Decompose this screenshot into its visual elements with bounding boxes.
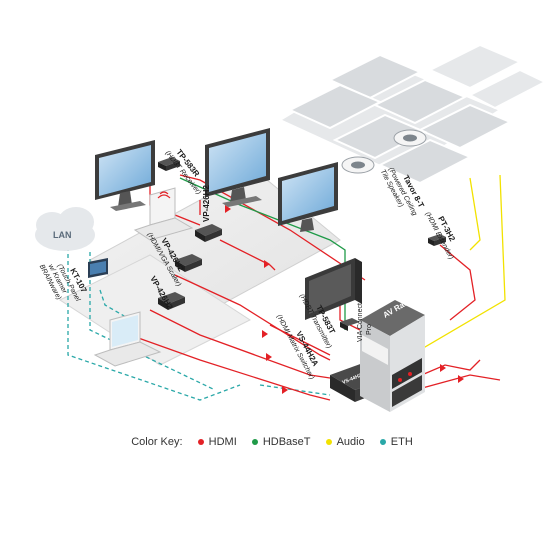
laptop-icon	[93, 311, 162, 367]
tp583t-device-icon	[340, 318, 360, 331]
legend-title: Color Key:	[131, 436, 183, 448]
legend-item-hdbaset: HDBaseT	[251, 436, 311, 448]
vp426h2-device-icon	[175, 254, 202, 272]
legend-label-eth: ETH	[390, 436, 413, 448]
vp426h2-device-icon	[158, 292, 185, 310]
monitor-icon	[95, 140, 155, 211]
eth-dot-icon	[379, 439, 386, 446]
lan-label: LAN	[53, 230, 72, 240]
legend-item-eth: ETH	[379, 436, 413, 448]
display-monitor-icon	[305, 258, 362, 320]
hdbaset-dot-icon	[251, 439, 258, 446]
vp426h2-top-label: VP-426H2	[202, 185, 211, 222]
color-key-legend: Color Key: HDMI HDBaseT Audio ETH	[0, 436, 550, 448]
legend-label-hdbaset: HDBaseT	[262, 436, 311, 448]
touch-panel-icon	[88, 258, 108, 278]
via-connect-label: VIA Connect	[357, 303, 364, 342]
vp426h2-device-icon	[195, 224, 222, 242]
hdmi-cables	[129, 174, 501, 401]
audio-cable	[414, 174, 506, 361]
monitor-icon	[278, 162, 338, 232]
hdmi-dot-icon	[197, 439, 204, 446]
label-pt3h2: PT-3H2 (HDMI Extender)	[424, 211, 458, 261]
lan-cloud-icon	[35, 207, 95, 251]
legend-item-hdmi: HDMI	[197, 436, 237, 448]
monitor-icon	[205, 128, 270, 207]
legend-label-hdmi: HDMI	[208, 436, 237, 448]
audio-dot-icon	[325, 439, 332, 446]
av-rack-icon	[360, 300, 425, 412]
via-pro-label: Pro	[366, 324, 373, 335]
legend-item-audio: Audio	[325, 436, 365, 448]
label-vp426h2-top: VP-426H2	[202, 185, 211, 222]
pt3h2-device-icon	[428, 234, 446, 246]
wifi-icon	[157, 191, 171, 199]
ceiling-tiles	[277, 43, 548, 185]
ceiling-speaker-icon	[341, 156, 375, 174]
ceiling-speaker-icon	[393, 129, 427, 147]
tp583r-device-icon	[158, 157, 180, 171]
legend-label-audio: Audio	[336, 436, 365, 448]
